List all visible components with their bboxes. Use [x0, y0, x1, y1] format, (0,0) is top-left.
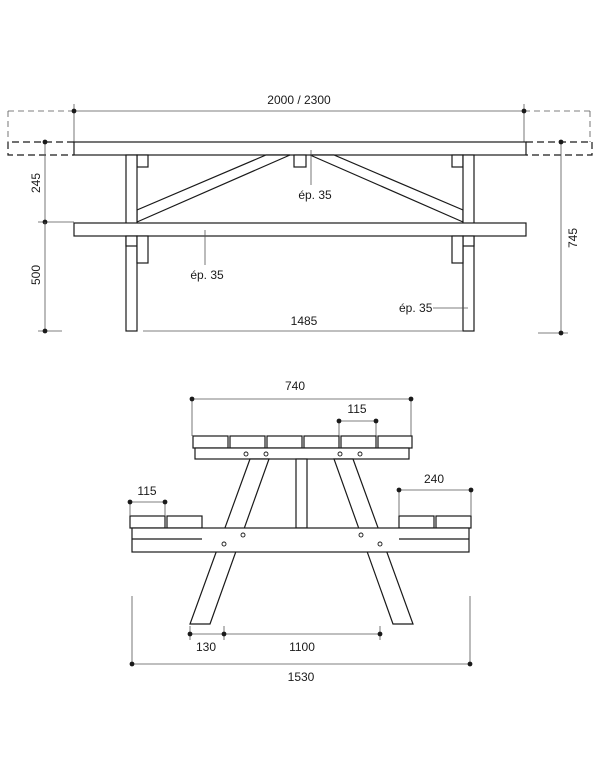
seat-height-label: 500 [29, 265, 43, 285]
plank-width-dimension: 115 [336, 402, 379, 436]
top-height-dimension: 245 [29, 139, 74, 225]
seat-cleat-right-outer [451, 235, 464, 264]
seat-board [73, 222, 527, 237]
seat-thickness-callout: ép. 35 [190, 230, 224, 282]
total-width-label: 1530 [288, 670, 315, 684]
seat-height-dimension: 500 [29, 222, 62, 334]
leg-spacing-label: 1485 [291, 314, 318, 328]
top-plank-3 [266, 435, 303, 449]
seat-cross-rail [131, 527, 470, 553]
seat-width-label: 240 [424, 472, 444, 486]
seat-plank-right-1 [398, 515, 435, 529]
top-plank-5 [340, 435, 377, 449]
top-plank-1 [192, 435, 229, 449]
seat-plank-right-2 [435, 515, 472, 529]
table-top [73, 141, 527, 156]
seat-plank-width-label: 115 [137, 484, 156, 498]
table-top-extension-right [526, 141, 593, 156]
total-width-dimension: 1530 [129, 596, 473, 684]
seat-plank-width-dimension: 115 [127, 484, 168, 516]
top-cleat-right [451, 154, 464, 168]
seat-cleat-right [462, 235, 475, 247]
end-view: 740 115 [127, 379, 474, 684]
top-plank-4 [303, 435, 340, 449]
top-cross-rail [194, 447, 410, 460]
top-thickness-callout: ép. 35 [298, 150, 332, 202]
seat-plank-left-2 [166, 515, 203, 529]
seat-thickness-label: ép. 35 [190, 268, 224, 282]
top-thickness-label: ép. 35 [298, 188, 332, 202]
top-cleat-left [136, 154, 149, 168]
seat-cleat-left-outer [136, 235, 149, 264]
total-length-label: 2000 / 2300 [267, 93, 331, 107]
leg-thickness-callout: ép. 35 [399, 301, 468, 315]
top-width-dimension: 740 [189, 379, 414, 436]
center-support [295, 458, 308, 529]
table-top-extension-left [7, 141, 74, 156]
top-plank-2 [229, 435, 266, 449]
seat-plank-left-1 [129, 515, 166, 529]
diagonal-brace-left [136, 154, 291, 223]
seat-cleat-left [125, 235, 138, 247]
diagonal-brace-right [309, 154, 464, 223]
foot-spacing-label: 1100 [289, 640, 315, 654]
top-height-label: 245 [29, 173, 43, 193]
total-height-label: 745 [566, 228, 580, 248]
plank-width-label: 115 [347, 402, 366, 416]
total-height-dimension: 745 [538, 139, 580, 336]
side-view: 2000 / 2300 245 [7, 93, 593, 336]
foot-dimensions: 130 1100 [187, 626, 383, 654]
leg-thickness-label: ép. 35 [399, 301, 433, 315]
total-length-dimension: 2000 / 2300 [7, 93, 591, 142]
top-plank-6 [377, 435, 413, 449]
top-cleat-center [293, 154, 307, 168]
foot-width-label: 130 [196, 640, 216, 654]
top-width-label: 740 [285, 379, 305, 393]
leg-spacing-dimension: 1485 [143, 314, 463, 332]
seat-width-dimension: 240 [396, 472, 474, 516]
